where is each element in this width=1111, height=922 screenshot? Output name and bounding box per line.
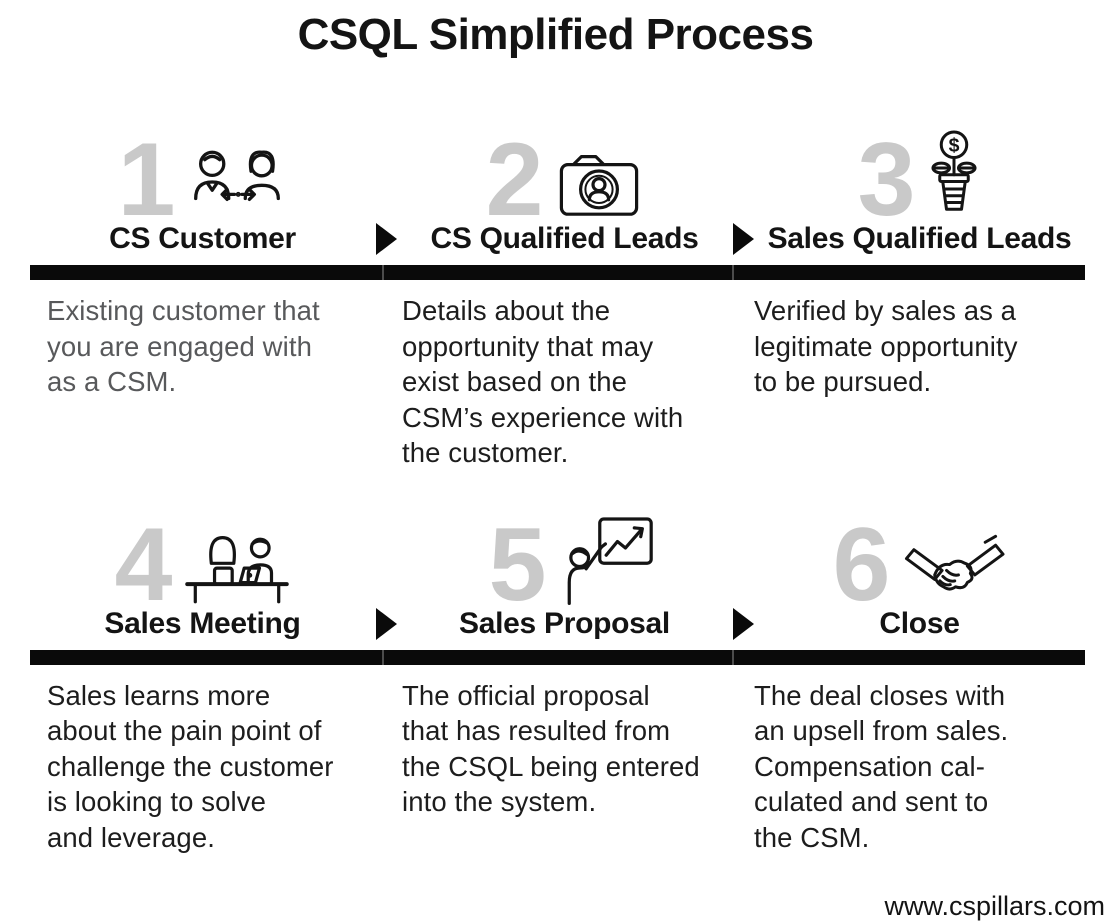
dollar-glyph: $: [949, 135, 960, 157]
presentation-chart-icon: [558, 515, 656, 605]
divider-bar-segment: [384, 649, 732, 665]
step-4-header: 4: [30, 506, 375, 623]
step-1-header: 1: [30, 122, 375, 239]
divider-bar-segment: [30, 649, 382, 665]
step-description: Verified by sales as a legitimate opport…: [754, 295, 1018, 398]
step-number: 1: [117, 122, 176, 239]
meeting-icon: [184, 528, 290, 605]
lead-folder-icon: [560, 155, 639, 216]
step-description: The deal closes with an upsell from sale…: [754, 679, 1009, 853]
divider-bar: [30, 265, 1085, 281]
step-6-header: 6: [754, 506, 1085, 623]
step-number: 2: [485, 122, 544, 239]
step-3-header: 3 $: [754, 122, 1085, 239]
step-number: 4: [114, 506, 173, 623]
step-title: Close: [879, 606, 960, 640]
divider-bar-segment: [384, 265, 732, 281]
step-description: Existing customer that you are engaged w…: [47, 295, 320, 398]
meeting-icon: [185, 535, 290, 604]
divider-bar-gap: [382, 265, 384, 281]
step-title: CS Customer: [109, 222, 296, 256]
divider-bar-gap: [732, 649, 734, 665]
divider-bar-gap: [382, 649, 384, 665]
step-title: Sales Meeting: [104, 606, 301, 640]
step-number: 6: [832, 506, 891, 623]
step-title: CS Qualified Leads: [430, 222, 699, 256]
divider-bar-segment: [30, 265, 382, 281]
arrow-right-icon: [375, 220, 397, 258]
step-title: Sales Proposal: [459, 606, 670, 640]
step-5-header: 5: [397, 506, 732, 623]
divider-bar-segment: [734, 649, 1085, 665]
page-title: CSQL Simplified Process: [297, 10, 814, 59]
arrow-right-icon: [375, 605, 397, 643]
step-description: Sales learns more about the pain point o…: [47, 679, 334, 853]
presentation-chart-icon: [568, 517, 654, 605]
money-plant-icon: $: [931, 130, 977, 211]
process-row-1: 1 2: [0, 122, 1111, 471]
step-description: The official proposal that has resulted …: [402, 679, 700, 818]
divider-bar-segment: [734, 265, 1085, 281]
lead-folder-icon: [555, 146, 643, 220]
arrow-right-icon: [732, 220, 754, 258]
handshake-icon: [905, 534, 1005, 591]
step-title: Sales Qualified Leads: [767, 222, 1072, 256]
divider-bar-gap: [732, 265, 734, 281]
footer-url: www.cspillars.com: [884, 891, 1105, 921]
arrow-right-icon: [732, 605, 754, 643]
handshake-icon: [902, 533, 1006, 605]
divider-bar: [30, 649, 1085, 665]
process-row-2: 4 5: [0, 506, 1111, 856]
customers-exchange-icon: [187, 144, 287, 220]
step-number: 5: [488, 506, 547, 623]
step-2-header: 2: [397, 122, 732, 239]
step-description: Details about the opportunity that may e…: [402, 295, 684, 469]
money-plant-icon: $: [927, 128, 981, 220]
step-number: 3: [857, 122, 916, 239]
customers-exchange-icon: [194, 150, 281, 202]
